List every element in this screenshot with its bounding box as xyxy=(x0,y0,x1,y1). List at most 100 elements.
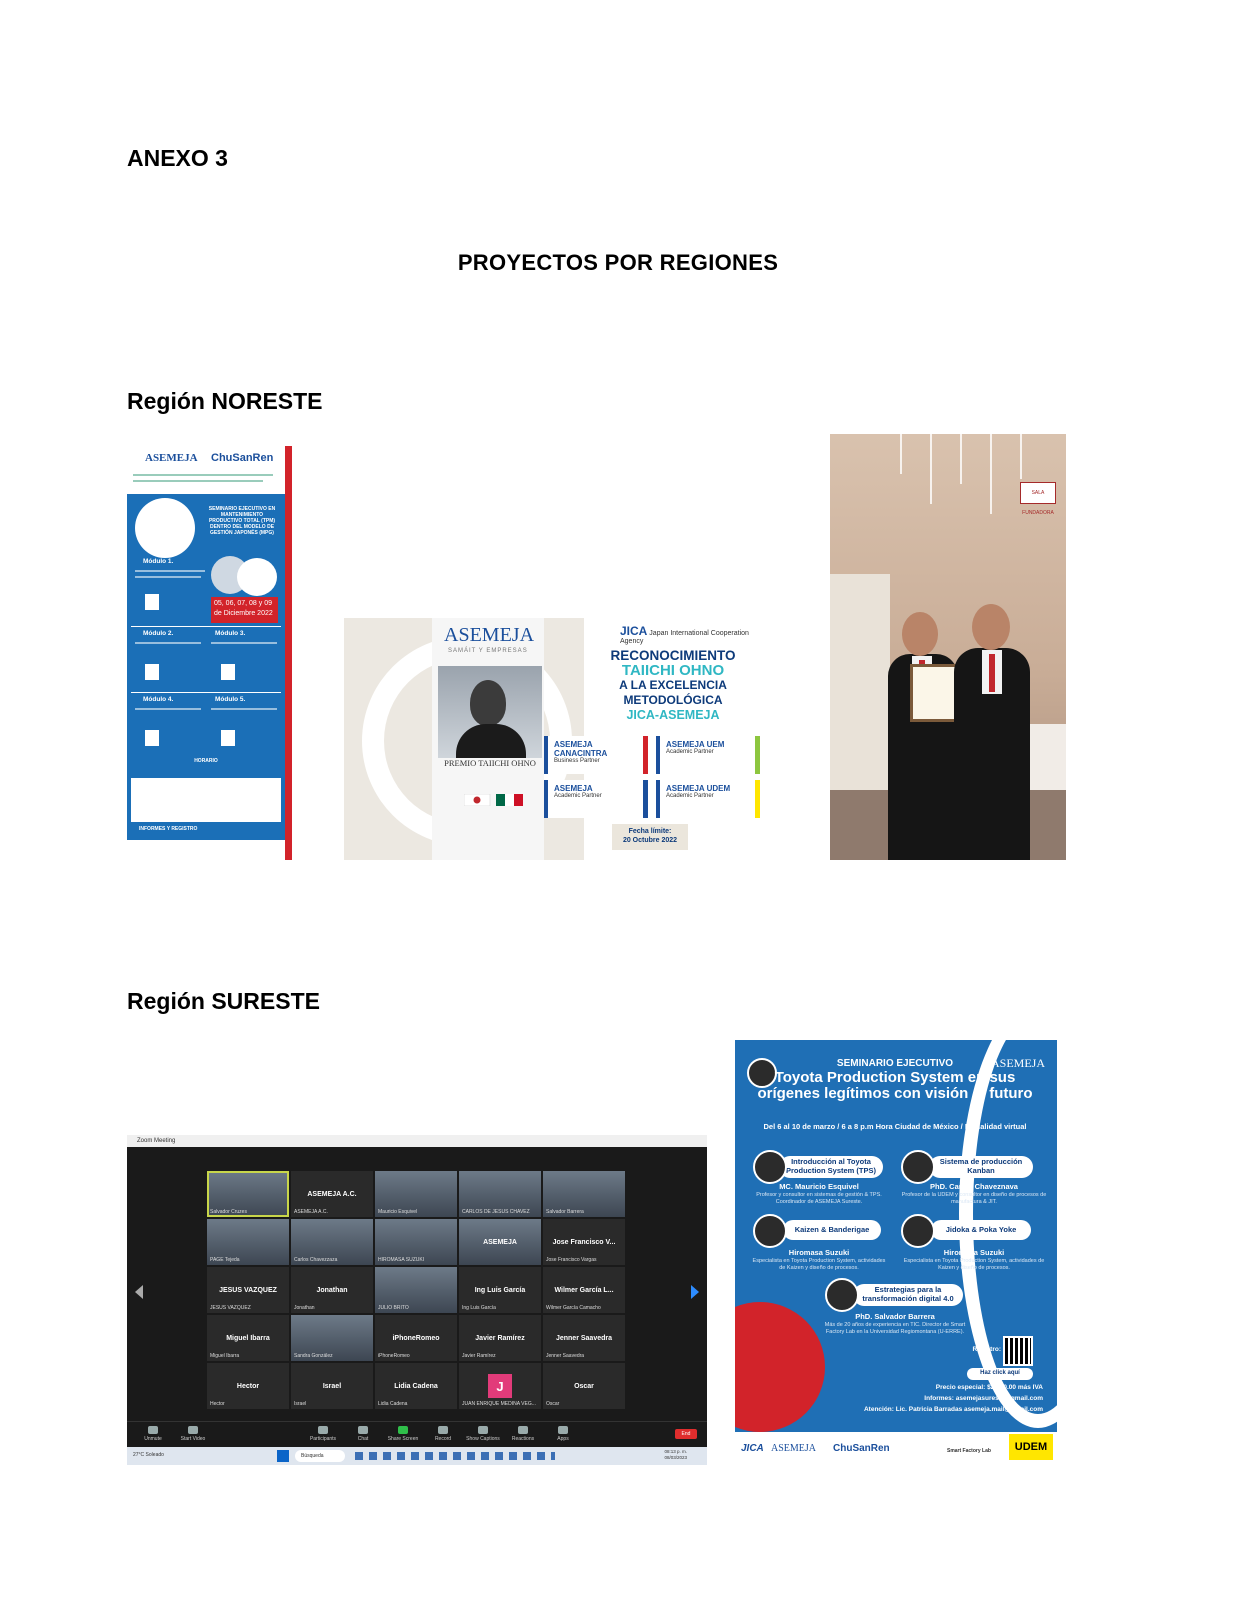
session-topic: Kaizen & Banderigae xyxy=(783,1220,881,1240)
prev-page-icon[interactable] xyxy=(135,1285,143,1299)
participant-label: Israel xyxy=(322,1382,342,1390)
poster-dates: Del 6 al 10 de marzo / 6 a 8 p.m Hora Ci… xyxy=(763,1122,1027,1131)
participant-tile[interactable]: CARLOS DE JESUS CHAVEZ xyxy=(459,1171,541,1217)
participant-label: Javier Ramírez xyxy=(475,1334,525,1342)
toolbar-button[interactable]: Reactions xyxy=(503,1426,543,1442)
seminar-date: 05, 06, 07, 08 y 09 de Diciembre 2022 xyxy=(211,597,278,623)
windows-start-icon[interactable] xyxy=(277,1450,289,1462)
toolbar-button[interactable]: Chat xyxy=(343,1426,383,1442)
speaker-thumb xyxy=(145,730,159,746)
next-page-icon[interactable] xyxy=(691,1285,699,1299)
participant-name: Ing Luis García xyxy=(462,1305,496,1311)
speaker-thumb xyxy=(221,730,235,746)
speaker-bio: Especialista en Toyota Production System… xyxy=(903,1258,1045,1271)
partner-role: Academic Partner xyxy=(666,793,714,799)
speaker-name: PhD. Salvador Barrera xyxy=(855,1312,935,1321)
toolbar-button[interactable]: Unmute xyxy=(133,1426,173,1442)
speaker-portrait xyxy=(135,498,195,558)
partner-card: ASEMEJA UDEM Academic Partner xyxy=(656,780,760,818)
participant-name: PAGE Tejeda xyxy=(210,1257,240,1263)
participant-tile[interactable]: Salvador Cruzes xyxy=(207,1171,289,1217)
weather-widget[interactable]: 27°C Soleado xyxy=(133,1452,164,1458)
module-3: Módulo 3. xyxy=(215,630,246,637)
participant-name: Sandra González xyxy=(294,1353,333,1359)
participant-tile[interactable]: ASEMEJA A.C.ASEMEJA A.C. xyxy=(291,1171,373,1217)
participant-tile[interactable]: Salvador Barrera xyxy=(543,1171,625,1217)
toolbar-icon xyxy=(438,1426,448,1434)
participant-tile[interactable]: ASEMEJA xyxy=(459,1219,541,1265)
participant-name: Mauricio Esquivel xyxy=(378,1209,418,1215)
speaker-thumb xyxy=(145,594,159,610)
toolbar-button[interactable]: Participants xyxy=(303,1426,343,1442)
toolbar-icon xyxy=(518,1426,528,1434)
notes-box xyxy=(131,778,281,822)
asemeja-logo: ASEMEJA xyxy=(990,1056,1045,1070)
participant-name: Salvador Barrera xyxy=(546,1209,584,1215)
toolbar-button[interactable]: Start Video xyxy=(173,1426,213,1442)
deadline-box: Fecha límite: 20 Octubre 2022 xyxy=(612,824,688,850)
person-right-tie xyxy=(989,654,995,692)
speaker-bio: Más de 20 años de experiencia en TIC. Di… xyxy=(824,1322,966,1335)
toolbar-button[interactable]: Share Screen xyxy=(383,1426,423,1442)
session-topic: Estrategias para la transformación digit… xyxy=(853,1284,963,1306)
title-line-5: JICA-ASEMEJA xyxy=(626,708,720,722)
module-text xyxy=(135,570,205,572)
poster-title: Toyota Production System en sus orígenes… xyxy=(757,1069,1033,1102)
udem-logo: UDEM xyxy=(1009,1434,1053,1460)
deadline-label: Fecha límite: xyxy=(628,828,672,835)
toyota-seminar-poster: ASEMEJA SEMINARIO EJECUTIVO Toyota Produ… xyxy=(735,1040,1057,1462)
participant-name: Oscar xyxy=(546,1401,560,1407)
toolbar-icon xyxy=(398,1426,408,1434)
flyer-header xyxy=(127,446,285,494)
participant-name: JUAN ENRIQUE MEDINA VEG... xyxy=(462,1401,536,1407)
speaker-name: Hiromasa Suzuki xyxy=(943,1248,1005,1257)
toolbar-label: Apps xyxy=(557,1436,569,1442)
zoom-window-title: Zoom Meeting xyxy=(127,1135,707,1147)
participant-tile[interactable]: Sandra González xyxy=(291,1315,373,1361)
participant-tile[interactable]: JULIO BRITO xyxy=(375,1267,457,1313)
end-meeting-button[interactable]: End xyxy=(675,1429,697,1439)
participant-label: Miguel Ibarra xyxy=(226,1334,270,1342)
taskbar-search[interactable]: Búsqueda xyxy=(295,1450,345,1462)
participant-tile[interactable]: PAGE Tejeda xyxy=(207,1219,289,1265)
participant-tile[interactable]: HIROMASA SUZUKI xyxy=(375,1219,457,1265)
module-text xyxy=(135,708,201,710)
toolbar-button[interactable]: Record xyxy=(423,1426,463,1442)
speaker-thumb xyxy=(145,664,159,680)
toolbar-button[interactable]: Apps xyxy=(543,1426,583,1442)
intro-text xyxy=(133,480,263,482)
participant-tile[interactable]: Carlos Chavezzaza xyxy=(291,1219,373,1265)
toolbar-button[interactable]: Show Captions xyxy=(463,1426,503,1442)
module-5: Módulo 5. xyxy=(215,696,246,703)
participant-label: iPhoneRomeo xyxy=(392,1334,440,1342)
module-text xyxy=(135,576,201,578)
participant-name: Carlos Chavezzaza xyxy=(294,1257,338,1263)
participant-tile[interactable]: Jose Francisco V...Jose Francisco Vargas xyxy=(543,1219,625,1265)
taskbar-app-icons[interactable] xyxy=(355,1452,555,1460)
participant-label: Lidia Cadena xyxy=(394,1382,438,1390)
speaker-avatar xyxy=(825,1278,859,1312)
participant-name: Wilmer García Camacho xyxy=(546,1305,601,1311)
participant-label: Jenner Saavedra xyxy=(555,1334,613,1342)
toolbar-icon xyxy=(558,1426,568,1434)
jica-logo: JICA xyxy=(741,1443,764,1454)
qr-code[interactable] xyxy=(1003,1336,1033,1366)
participant-tile[interactable]: Wilmer García L...Wilmer García Camacho xyxy=(543,1267,625,1313)
participant-tile[interactable]: Mauricio Esquivel xyxy=(375,1171,457,1217)
register-link[interactable]: Haz click aquí xyxy=(967,1368,1033,1380)
asemeja-logo: ASEMEJA xyxy=(771,1443,817,1454)
participant-name: HIROMASA SUZUKI xyxy=(378,1257,425,1263)
asemeja-logo: ASEMEJA xyxy=(145,452,198,464)
